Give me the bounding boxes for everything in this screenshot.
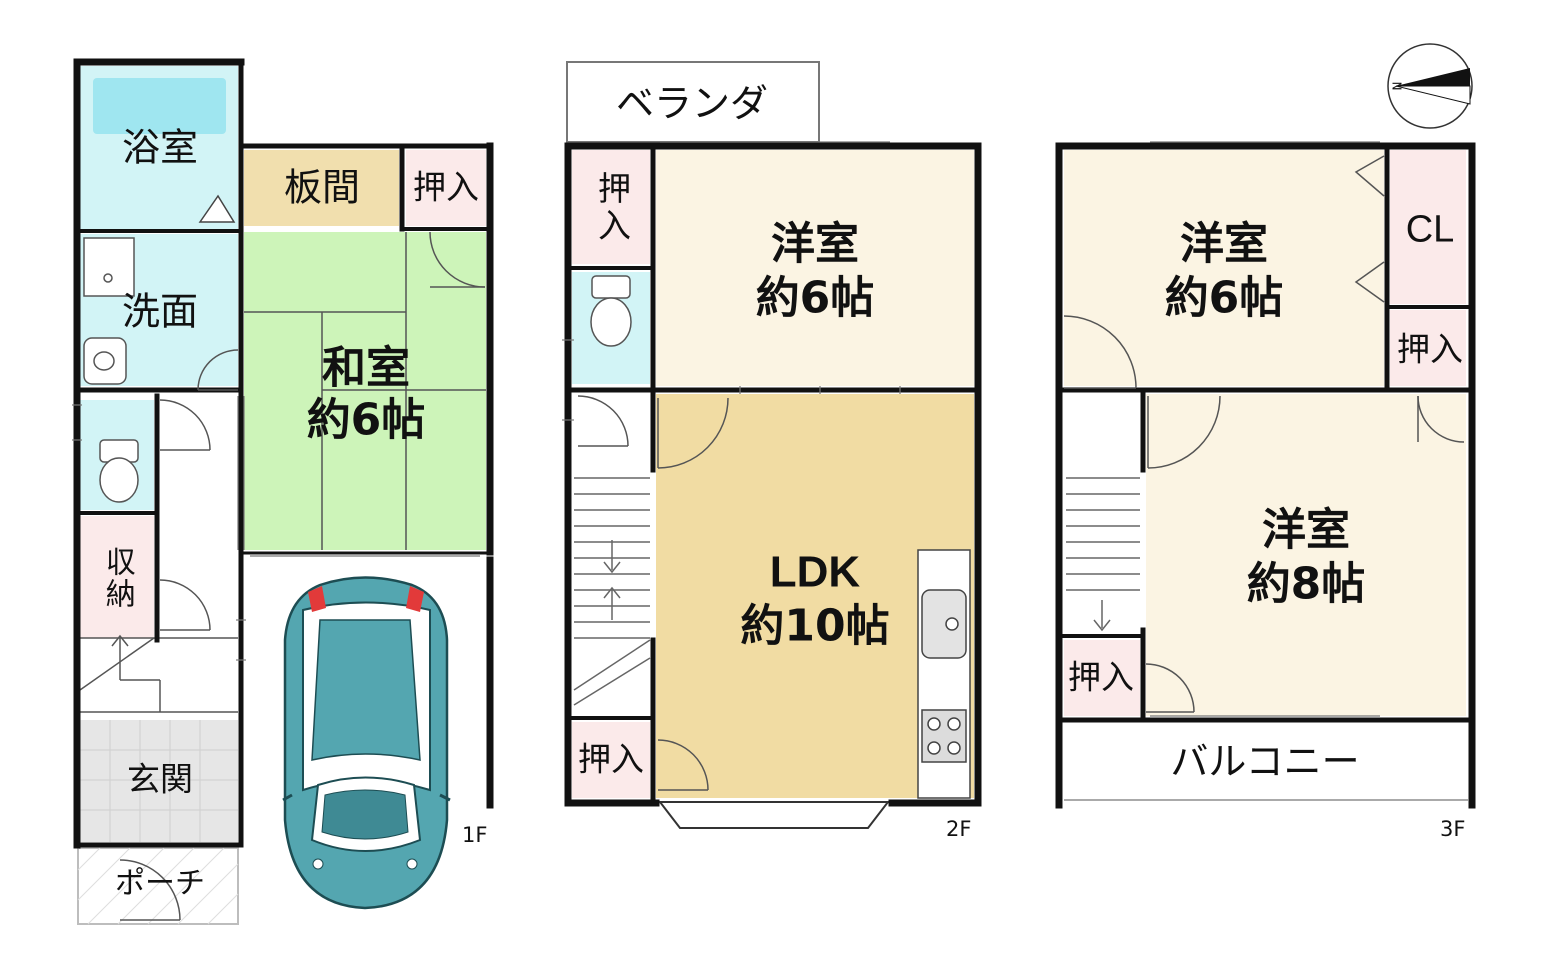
floor1-walls: [73, 58, 494, 849]
porch-hatch: [77, 847, 239, 925]
washroom-fixtures: [83, 237, 139, 503]
compass-icon: [1387, 43, 1473, 129]
closet-label: 押入: [413, 167, 479, 207]
closet-label: 押入: [592, 171, 632, 245]
storage-label: 収納: [99, 546, 135, 610]
wooden-floor-fill: [244, 150, 399, 226]
floor2-stairs: [573, 477, 651, 706]
floor1-label: 1F: [462, 823, 488, 847]
closet-fill: [406, 150, 486, 226]
floor2-label: 2F: [946, 817, 972, 841]
balcony-label: バルコニー: [1170, 739, 1360, 784]
western-room-a-size: 約6帖: [1164, 272, 1284, 324]
veranda-label: ベランダ: [615, 81, 769, 126]
wooden-floor-label: 板間: [283, 165, 361, 210]
western-room-b-label: 洋室: [1262, 504, 1350, 556]
closet-fill: [1064, 640, 1140, 716]
western-room-b-fill: [1146, 394, 1466, 716]
bath-label: 浴室: [121, 125, 199, 170]
entrance-tiles: [80, 720, 238, 842]
floor1-doors: [119, 194, 486, 921]
bathtub: [93, 78, 226, 134]
japanese-room-size: 約6帖: [306, 394, 426, 446]
floor3-stairs: [1066, 477, 1140, 632]
closet-fill: [572, 722, 650, 798]
western-room-b-size: 約8帖: [1246, 558, 1366, 610]
entrance-label: 玄関: [127, 759, 193, 799]
closet-label: 押入: [1068, 657, 1134, 697]
veranda-fill: [566, 61, 820, 143]
western-room-label: 洋室: [771, 218, 859, 270]
floor2-walls: [564, 142, 982, 807]
closet-label: 押入: [1397, 329, 1463, 369]
floor2-toilet: [590, 275, 632, 347]
cl-label: CL: [1405, 208, 1455, 251]
entrance-fill: [80, 720, 238, 842]
floor1-stairs: [79, 634, 238, 713]
storage-fill: [80, 516, 154, 638]
floor3-walls: [1055, 142, 1476, 809]
closet-fill: [1390, 310, 1466, 386]
floor1-windows: [72, 396, 480, 661]
tatami-lines: [244, 232, 486, 550]
kitchen-counter: [917, 549, 971, 799]
tatami-fill: [244, 232, 486, 550]
compass-north-label: N: [1390, 81, 1405, 91]
western-room-fill: [656, 150, 974, 386]
closet-label: 押入: [578, 739, 644, 779]
closet-fill: [572, 150, 650, 264]
balcony-fill: [1064, 722, 1468, 800]
western-room-a-label: 洋室: [1180, 218, 1268, 270]
car-icon: [282, 576, 451, 910]
bay-window: [657, 801, 891, 829]
floor3-fills: [1064, 150, 1468, 800]
ldk-size: 約10帖: [740, 600, 890, 652]
japanese-room-label: 和室: [322, 342, 410, 394]
western-room-a-fill: [1064, 150, 1384, 386]
washroom-label: 洗面: [121, 289, 199, 334]
floor3-windows: [1064, 141, 1468, 801]
floor3-doors: [1063, 155, 1465, 713]
ldk-label: LDK: [769, 547, 861, 597]
western-room-size: 約6帖: [755, 272, 875, 324]
porch-label: ポーチ: [115, 866, 205, 902]
floor3-label: 3F: [1440, 817, 1466, 841]
floor2-doors: [577, 395, 729, 791]
cl-fill: [1390, 150, 1466, 304]
floor2-windows: [562, 141, 901, 421]
porch-fill: [77, 847, 239, 925]
